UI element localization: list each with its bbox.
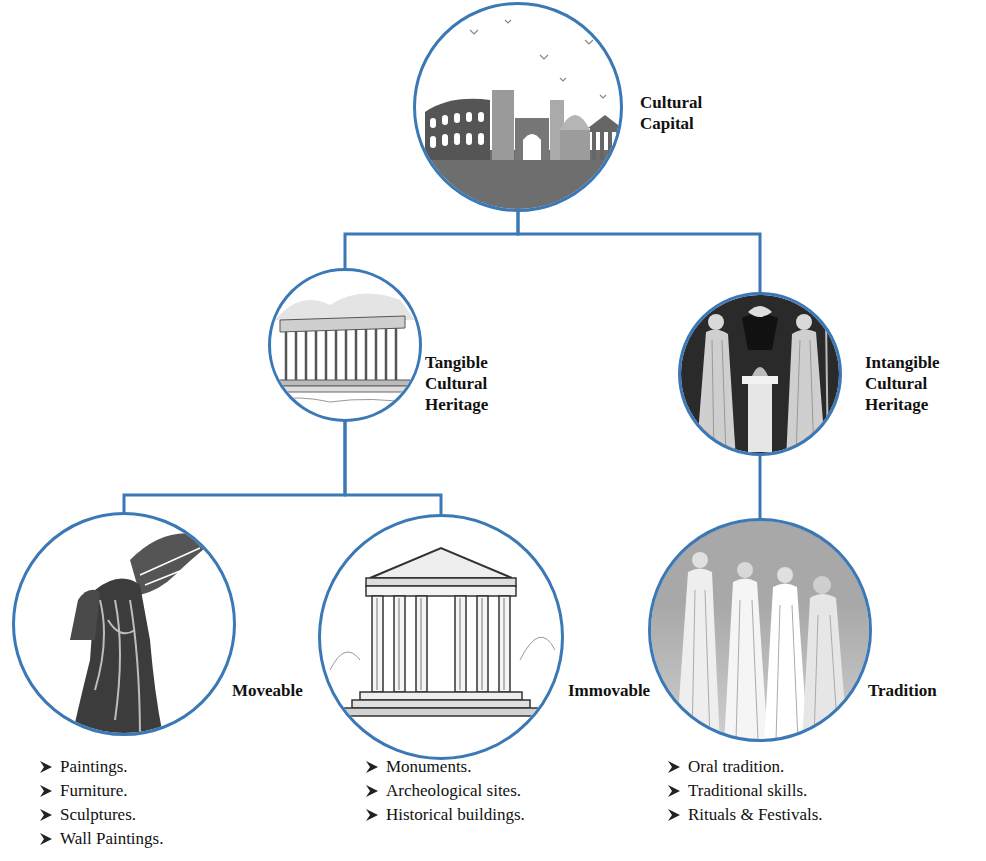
heritage-circle: Cultural Capital xyxy=(413,2,623,212)
list-item: Oral tradition. xyxy=(688,757,784,777)
tree-connector xyxy=(760,456,761,518)
circle-label: Tradition xyxy=(868,680,963,701)
parthenon-illustration xyxy=(265,265,425,425)
list-item: Historical buildings. xyxy=(386,805,525,825)
tree-connector xyxy=(124,422,345,512)
list-item: Paintings. xyxy=(60,757,128,777)
heritage-circle: Tradition xyxy=(648,518,872,742)
tree-connector xyxy=(345,212,518,268)
statue-illustration xyxy=(10,510,240,760)
temple-illustration xyxy=(318,514,564,760)
list-item: Wall Paintings. xyxy=(60,829,163,849)
list-item: Archeological sites. xyxy=(386,781,521,801)
ritual-illustration xyxy=(675,290,845,460)
list-item: Monuments. xyxy=(386,757,471,777)
circle-label: Intangible Cultural Heritage xyxy=(865,352,960,415)
heritage-circle: Tangible Cultural Heritage xyxy=(268,268,422,422)
circle-label: Cultural Capital xyxy=(640,92,720,134)
heritage-circle: Moveable xyxy=(12,512,236,736)
tree-connector xyxy=(345,422,441,514)
heritage-circle: Intangible Cultural Heritage xyxy=(678,292,842,456)
tree-connector xyxy=(518,212,760,292)
list-item: Furniture. xyxy=(60,781,128,801)
list-item: Sculptures. xyxy=(60,805,136,825)
list-item: Traditional skills. xyxy=(688,781,807,801)
procession-illustration xyxy=(645,515,875,745)
heritage-circle: Immovable xyxy=(318,514,564,760)
list-item: Rituals & Festivals. xyxy=(688,805,823,825)
skyline-illustration xyxy=(410,0,630,220)
circle-label: Immovable xyxy=(568,680,663,701)
circle-label: Moveable xyxy=(232,680,327,701)
circle-label: Tangible Cultural Heritage xyxy=(425,352,510,415)
